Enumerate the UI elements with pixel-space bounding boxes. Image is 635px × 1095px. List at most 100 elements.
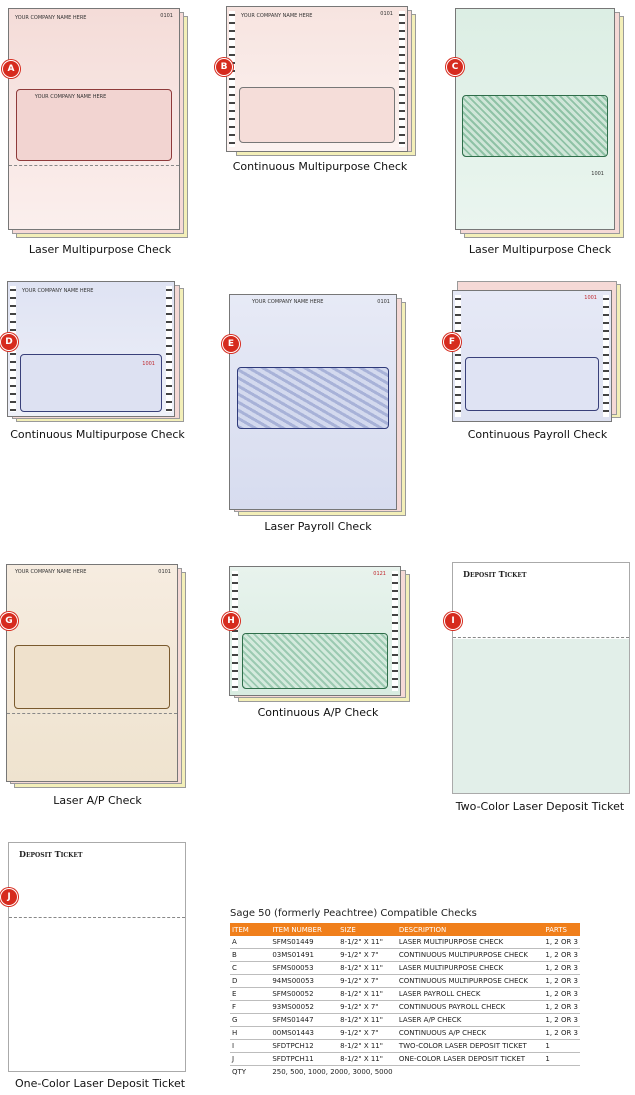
table-cell: 8-1/2" X 11" [338,936,397,949]
table-cell: 1, 2 OR 3 [543,948,580,962]
item-badge: E [222,335,240,353]
company-name: YOUR COMPANY NAME HERE [15,15,87,21]
perforation-line [9,165,179,166]
table-cell: 1, 2 OR 3 [543,961,580,975]
check-form-front: 0101 YOUR COMPANY NAME HERE [226,6,408,152]
table-cell: 8-1/2" X 11" [338,961,397,975]
item-badge: B [215,58,233,76]
check-form-front: 0101 YOUR COMPANY NAME HERE YOUR COMPANY… [8,8,180,230]
table-cell: SFMS01449 [270,936,339,949]
table-cell: 1 [543,1039,580,1053]
perforation-line [9,917,185,918]
compatible-checks-table: ITEM ITEM NUMBER SIZE DESCRIPTION PARTS … [230,923,580,1078]
product-caption: One-Color Laser Deposit Ticket [14,1077,186,1090]
company-name: YOUR COMPANY NAME HERE [34,94,107,100]
table-cell: ONE-COLOR LASER DEPOSIT TICKET [396,1052,544,1066]
check-number: 1001 [591,171,604,177]
product-caption: Continuous Multipurpose Check [10,428,185,441]
perforation-line [453,637,629,638]
item-badge: A [2,60,20,78]
table-cell: SFMS00053 [270,961,339,975]
table-cell: CONTINUOUS PAYROLL CHECK [396,1000,544,1014]
product-caption: Two-Color Laser Deposit Ticket [455,800,625,813]
company-name: YOUR COMPANY NAME HERE [22,288,94,294]
table-cell: E [230,987,271,1001]
company-name: YOUR COMPANY NAME HERE [241,13,313,19]
company-name: YOUR COMPANY NAME HERE [252,299,324,305]
table-cell: LASER MULTIPURPOSE CHECK [396,961,544,975]
table-cell: A [230,936,271,949]
item-badge: J [0,888,18,906]
deposit-title: Deposit Ticket [463,569,527,579]
check-form-front: 0101 YOUR COMPANY NAME HERE [6,564,178,782]
check-body [13,645,171,709]
check-number: 1001 [584,295,597,301]
table-cell: SFDTPCH11 [270,1052,339,1066]
table-cell: 1, 2 OR 3 [543,1013,580,1027]
check-body: YOUR COMPANY NAME HERE [15,89,173,161]
table-cell: 1, 2 OR 3 [543,987,580,1001]
check-number: 0101 [160,13,173,19]
product-caption: Laser Payroll Check [264,520,372,533]
col-item-number: ITEM NUMBER [270,923,339,936]
table-cell: D [230,974,271,988]
col-parts: PARTS [543,923,580,936]
item-badge: D [0,333,18,351]
tractor-holes [166,286,172,412]
check-number: 0101 [158,569,171,575]
table-cell: 1, 2 OR 3 [543,974,580,988]
qty-value: 250, 500, 1000, 2000, 3000, 5000 [272,1068,393,1076]
product-caption: Continuous Payroll Check [467,428,608,441]
deposit-title: Deposit Ticket [19,849,83,859]
table-cell: 94MS00053 [270,974,339,988]
tractor-holes [232,571,238,691]
check-form-front: YOUR COMPANY NAME HERE 1001 [7,281,175,417]
check-number: 1001 [142,361,155,367]
item-badge: F [443,333,461,351]
table-cell: 1, 2 OR 3 [543,936,580,949]
product-caption: Continuous A/P Check [257,706,379,719]
check-form-front: 0101 YOUR COMPANY NAME HERE [229,294,397,510]
check-form-front: 0121 [229,566,401,696]
table-cell: 1 [543,1052,580,1066]
deposit-ticket-form: Deposit Ticket [8,842,186,1072]
check-body [462,95,608,157]
check-body: 1001 [20,354,162,412]
table-cell: F [230,1000,271,1014]
table-cell: 93MS00052 [270,1000,339,1014]
perforation-line [7,713,177,714]
check-body [242,633,388,689]
table-cell: 03MS01491 [270,948,339,962]
table-title: Sage 50 (formerly Peachtree) Compatible … [230,908,477,919]
product-caption: Laser Multipurpose Check [28,243,172,256]
item-badge: I [444,612,462,630]
check-body [239,87,395,143]
company-name: YOUR COMPANY NAME HERE [15,569,87,575]
item-badge: H [222,612,240,630]
col-size: SIZE [338,923,397,936]
item-badge: G [0,612,18,630]
table-cell: H [230,1026,271,1040]
check-body [465,357,599,411]
product-caption: Laser A/P Check [53,794,142,807]
product-caption: Laser Multipurpose Check [468,243,612,256]
tractor-holes [603,295,609,417]
table-cell: 8-1/2" X 11" [338,1039,397,1053]
table-cell: LASER PAYROLL CHECK [396,987,544,1001]
table-cell: B [230,948,271,962]
check-number: 0101 [377,299,390,305]
table-cell: I [230,1039,271,1053]
table-cell: SFMS01447 [270,1013,339,1027]
table-cell: LASER A/P CHECK [396,1013,544,1027]
table-cell: TWO-COLOR LASER DEPOSIT TICKET [396,1039,544,1053]
